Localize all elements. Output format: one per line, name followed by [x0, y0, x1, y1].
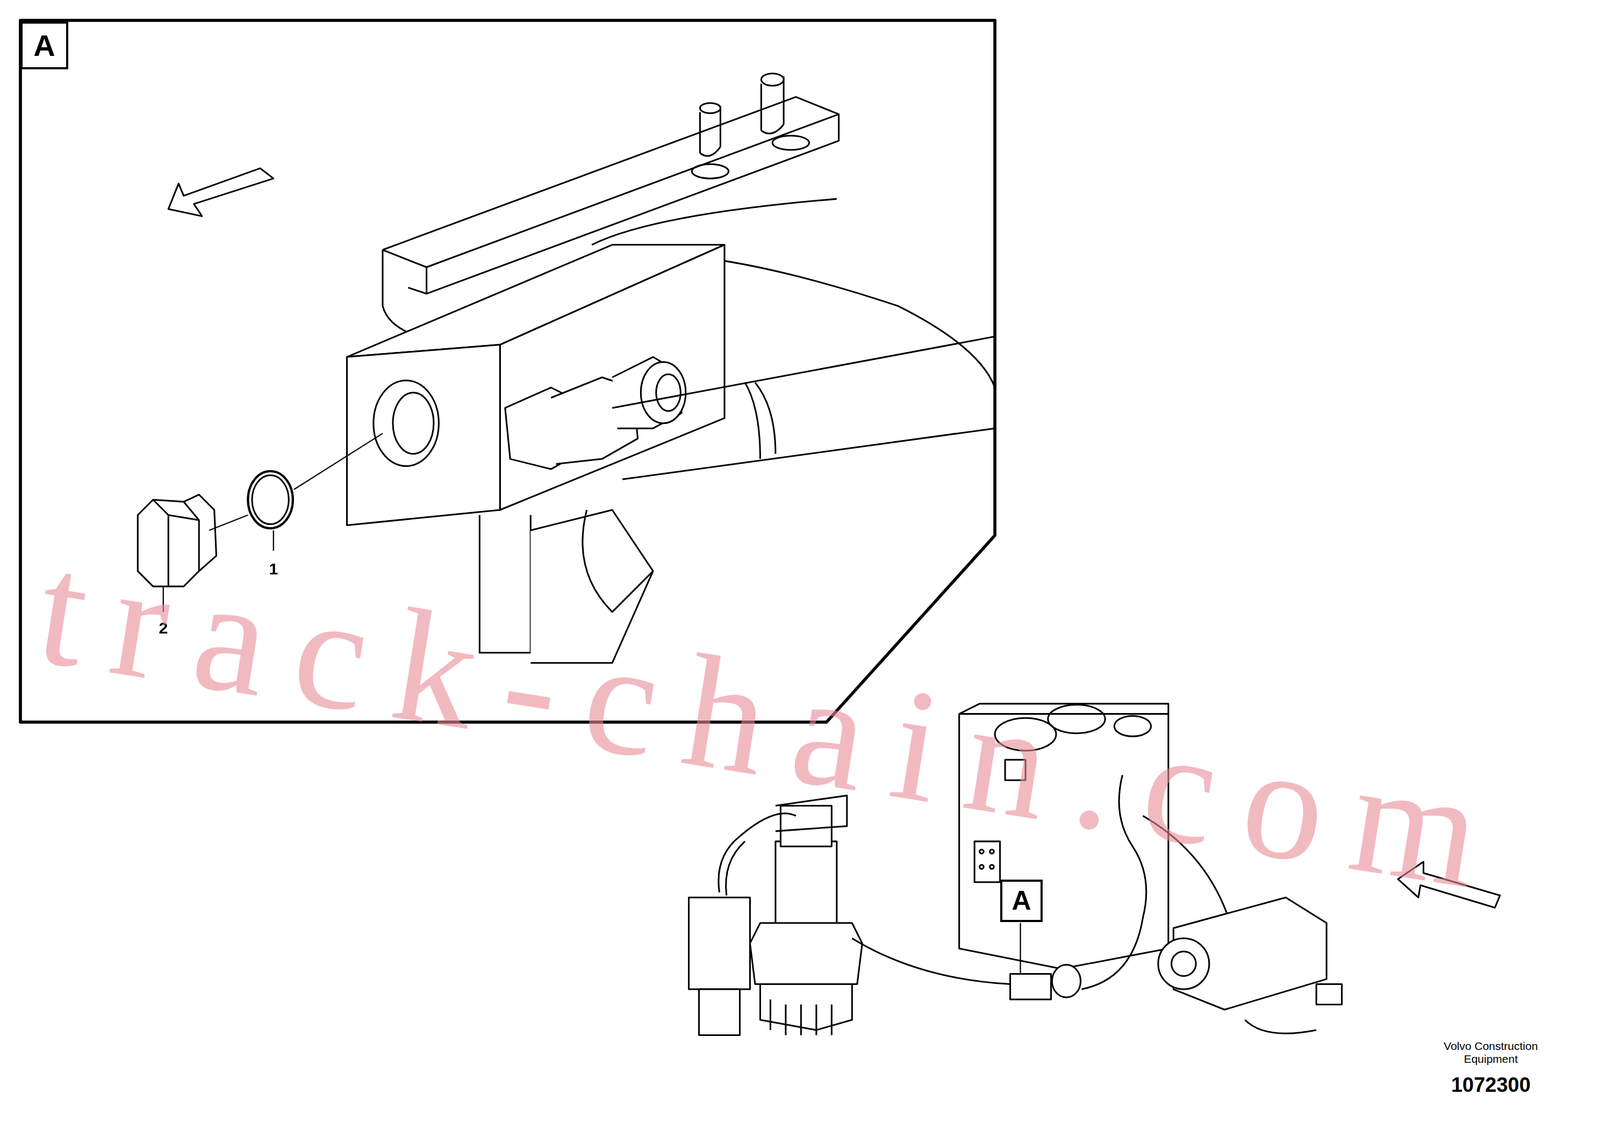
detail-frame-label: A: [20, 21, 69, 70]
view-letter: A: [1011, 885, 1031, 917]
drawing-number: 1072300: [1451, 1073, 1531, 1098]
manufacturer-name: Volvo Construction Equipment: [1429, 1039, 1553, 1066]
view-letter: A: [33, 27, 55, 63]
detail-callout-box: A: [1000, 879, 1044, 923]
